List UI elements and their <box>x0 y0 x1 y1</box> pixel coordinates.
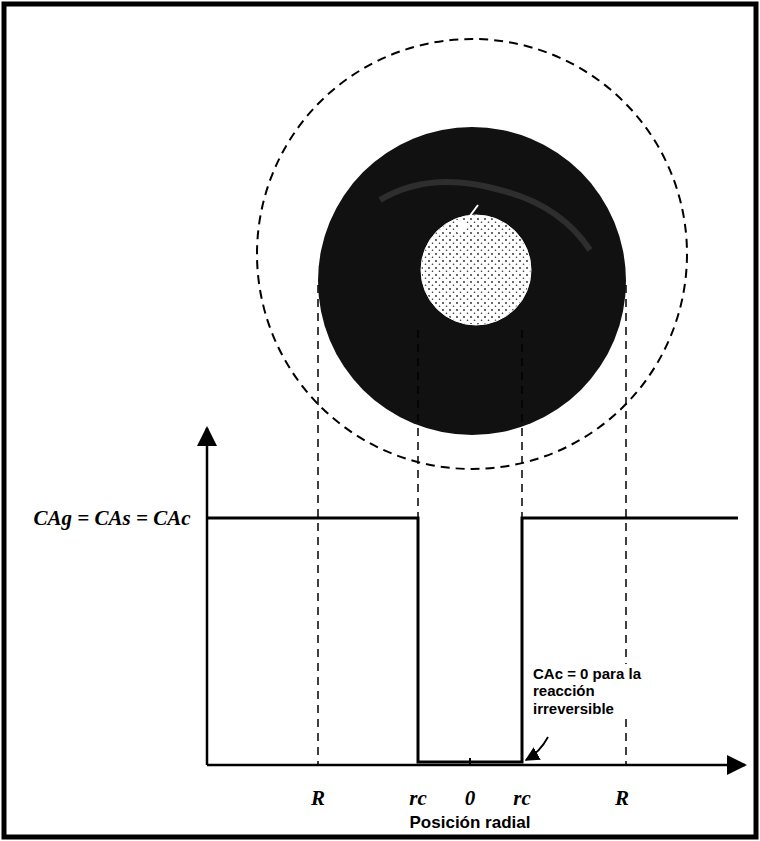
core-arrow <box>458 205 478 232</box>
origin-label: 0 <box>465 786 476 810</box>
note-label: CAc = 0 para la reacción irreversible <box>530 664 654 718</box>
radius-label: R <box>311 786 325 810</box>
axis-title: Posición radial <box>410 813 531 833</box>
x-axis <box>207 764 745 767</box>
radius-label: R <box>615 786 629 810</box>
y-axis <box>206 428 209 765</box>
gas-film-boundary <box>257 39 687 469</box>
frame <box>4 4 756 837</box>
origin-tick <box>469 758 471 765</box>
core-radius-label: rc <box>513 786 531 810</box>
concentration-label: CAg = CAs = CAc <box>34 506 191 530</box>
unreacted-core <box>421 215 531 325</box>
core-radius-label: rc <box>409 786 427 810</box>
concentration-profile <box>207 518 738 762</box>
leader-line <box>526 737 548 760</box>
ash-layer <box>318 127 626 435</box>
